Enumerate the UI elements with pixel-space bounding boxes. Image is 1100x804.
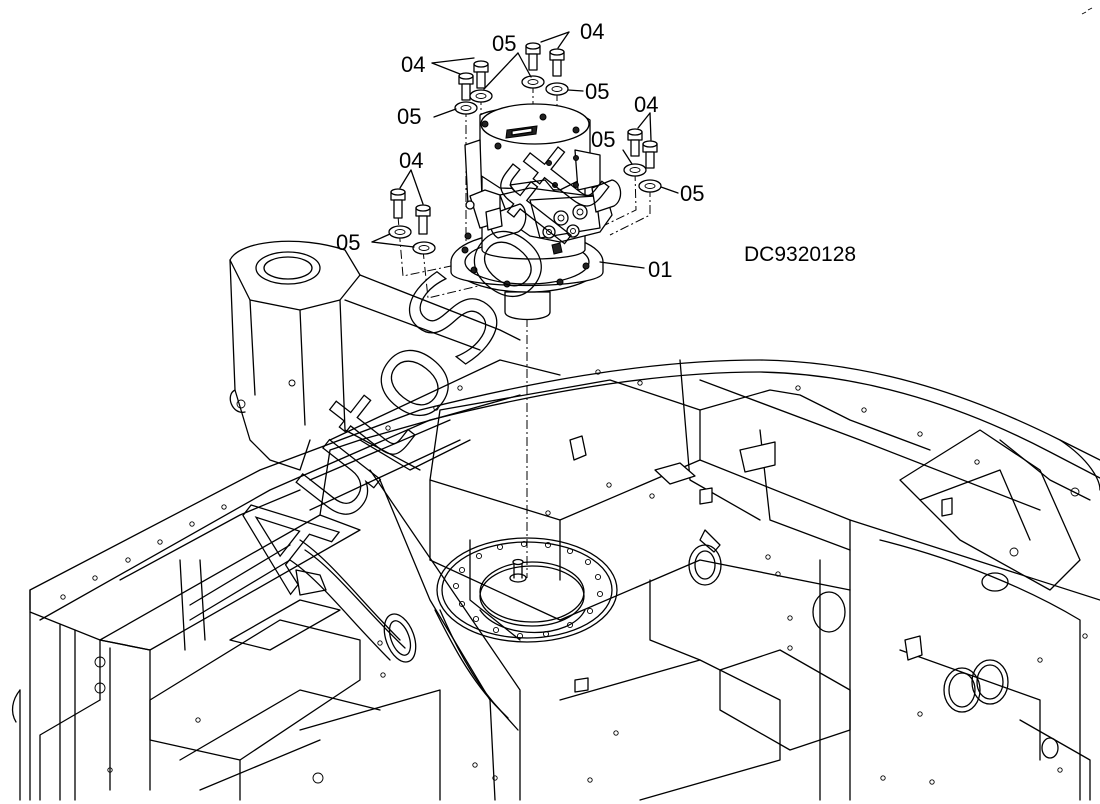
swing-motor	[450, 103, 622, 321]
bolt	[525, 42, 541, 71]
callout-05: 05	[397, 104, 421, 129]
callout-04: 04	[634, 92, 658, 117]
callout-labels: 04 05 04 05 05 04 05 04 05 05 01	[336, 19, 704, 282]
bolt	[390, 188, 406, 219]
callout-05: 05	[492, 31, 516, 56]
bolts-and-washers	[388, 42, 662, 255]
leader-lines	[371, 31, 679, 269]
callout-04: 04	[401, 52, 425, 77]
bolt	[415, 204, 431, 235]
callout-05: 05	[336, 230, 360, 255]
bolt	[549, 48, 565, 77]
bolt	[458, 72, 474, 101]
callout-04: 04	[399, 148, 423, 173]
corner-mark	[1081, 7, 1093, 15]
callout-05: 05	[585, 79, 609, 104]
bolt	[642, 140, 658, 169]
document-id: DC9320128	[744, 243, 856, 266]
bearing-bolt-holes	[452, 540, 604, 640]
callout-01: 01	[648, 257, 672, 282]
bolt	[627, 128, 643, 157]
callout-05: 05	[591, 127, 615, 152]
callout-05: 05	[680, 181, 704, 206]
upper-frame	[11, 240, 1100, 801]
frame-bolt-holes	[60, 369, 1088, 785]
callout-04: 04	[580, 19, 604, 44]
bolt	[473, 60, 489, 89]
